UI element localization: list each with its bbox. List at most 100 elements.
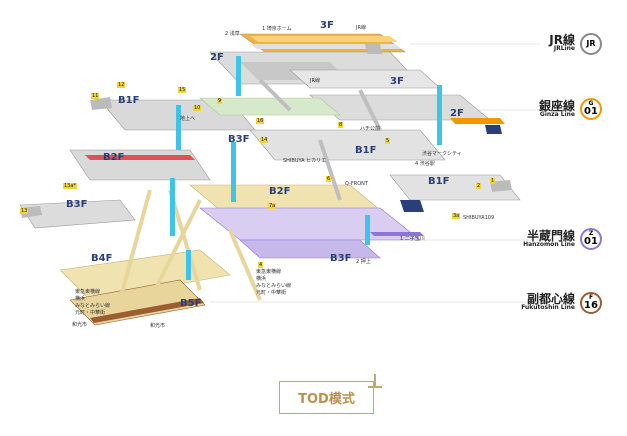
line-name-fukutoshin-jp: 副都心線 — [526, 292, 575, 306]
annotation-ginza-exit: 4 渋谷駅 — [415, 161, 435, 167]
annotation-wakoshi-left: 和光市 — [72, 322, 88, 328]
b1f-right — [389, 174, 521, 201]
line-name-ginza-jp: 銀座線 — [538, 99, 575, 113]
station-structure-drawing — [19, 33, 540, 326]
annotation-wakoshi-right: 和光市 — [150, 323, 166, 329]
elevator-column-4 — [231, 142, 236, 202]
exit-tag-8: 8 — [338, 122, 344, 128]
annotation-shibuya109: SHIBUYA109 — [463, 215, 495, 221]
exit-tag-10: 10 — [193, 105, 202, 111]
ginza-track-stripe — [450, 118, 505, 124]
tod-accent-vertical — [374, 374, 376, 388]
line-name-ginza-en: Ginza Line — [539, 111, 575, 118]
floor-label-2f-ginza: 2F — [450, 108, 464, 119]
floor-label-b3f-center: B3F — [228, 134, 250, 145]
elevator-column-5 — [170, 178, 175, 236]
exit-tag-5: 5 — [385, 138, 391, 144]
exit-tag-3a: 3a — [452, 213, 461, 219]
floor-label-2f-left: 2F — [210, 52, 224, 63]
line-badge-hanzomon-letter: Z — [588, 230, 594, 237]
line-name-jr-jp: JR線 — [549, 33, 575, 47]
b2f-left — [69, 149, 211, 181]
exit-tag-13: 13 — [20, 208, 29, 214]
line-name-ginza: 銀座線 Ginza Line — [500, 100, 575, 118]
annotation-futako: 1 二子玉川 — [400, 236, 425, 242]
floor-label-b3f-left: B3F — [66, 199, 88, 210]
line-badge-fukutoshin-number: 16 — [584, 300, 598, 311]
floor-label-b2f-left: B2F — [103, 152, 125, 163]
annotation-shibuya-hikarie: SHIBUYA ヒカリエ — [283, 158, 327, 164]
annotation-oshiage: 2 押上 — [356, 259, 371, 265]
annotation-qfront: Q-FRONT — [345, 181, 368, 187]
annotation-tokyu-left-3: みなとみらい線 — [75, 303, 111, 309]
annotation-minatomirai: みなとみらい線 — [256, 283, 292, 289]
hanzomon-train-end — [400, 200, 424, 212]
line-badge-fukutoshin-letter: F — [588, 294, 594, 301]
tod-caption: TOD模式 — [279, 381, 374, 414]
floor-label-b2f-center: B2F — [269, 186, 291, 197]
line-name-jr: JR線 JRLine — [500, 34, 575, 52]
beam-7 — [358, 89, 382, 131]
exit-tag-4: 4 — [258, 262, 264, 268]
ginza-train-end — [485, 125, 502, 134]
hanzomon-track-stripe — [370, 232, 424, 236]
beam-6 — [258, 78, 292, 112]
floor-label-b3f-right: B3F — [330, 253, 352, 264]
exit-tag-13a: 13a* — [63, 183, 77, 189]
elevator-column-3 — [176, 105, 181, 150]
exit-tag-6: 6 — [326, 176, 332, 182]
beam-4 — [228, 229, 262, 301]
floor-label-b1f-center: B1F — [355, 145, 377, 156]
tod-caption-text: TOD模式 — [298, 392, 355, 407]
exit-tag-2: 2 — [476, 183, 482, 189]
exit-tag-16: 16 — [256, 118, 265, 124]
annotation-jr-mid: JR線 — [310, 78, 320, 84]
annotation-asakusa: 2 浅草 — [225, 31, 240, 37]
b1f-center — [249, 129, 446, 161]
annotation-yokohama: 横浜 — [256, 276, 267, 282]
beam-1 — [118, 189, 152, 301]
beam-5 — [318, 139, 342, 201]
line-badge-jr-number: JR — [586, 39, 596, 48]
line-name-fukutoshin-en: Fukutoshin Line — [521, 304, 575, 311]
exit-stairs-1 — [490, 180, 512, 192]
exit-tag-14: 14 — [260, 137, 269, 143]
b5f-fukutoshin — [69, 279, 206, 326]
line-badge-jr: JR — [580, 33, 602, 55]
exit-stairs-top — [365, 44, 382, 54]
line-badge-fukutoshin: F 16 — [580, 292, 602, 314]
exit-tag-1: 1 — [490, 178, 496, 184]
line-badge-ginza-letter: G — [588, 100, 594, 107]
line-name-jr-en: JRLine — [553, 45, 575, 52]
exit-tag-15: 15 — [178, 87, 187, 93]
tod-accent-horizontal — [368, 386, 382, 388]
line-name-hanzomon-jp: 半蔵門線 — [526, 229, 575, 243]
annotation-chijo: 地上へ — [180, 116, 196, 122]
b3f-hanzomon — [239, 239, 381, 259]
floor-label-3f-mid: 3F — [390, 76, 404, 87]
floor-label-jr-3f: 3F — [320, 20, 334, 31]
floor-label-b4f: B4F — [91, 253, 113, 264]
floor-label-b1f-left: B1F — [118, 95, 140, 106]
line-name-hanzomon-en: Hanzomon Line — [523, 241, 575, 248]
exit-stairs-11 — [90, 97, 112, 110]
line-name-hanzomon: 半蔵門線 Hanzomon Line — [495, 230, 575, 248]
line-badge-ginza: G 01 — [580, 98, 602, 120]
annotation-motomachi: 元町・中華街 — [256, 290, 287, 296]
beam-3 — [148, 199, 202, 301]
annotation-tokyu: 東急東横線 — [256, 269, 282, 275]
fukutoshin-track — [90, 298, 204, 323]
elevator-column-2 — [437, 85, 442, 145]
floor-label-b1f-right: B1F — [428, 176, 450, 187]
elevator-column-7 — [186, 250, 191, 280]
annotation-jr-right: JR線 — [356, 25, 366, 31]
annotation-jr-top: 1 埼京ホーム — [262, 26, 292, 32]
annotation-hachiko: ハチ公前 — [360, 126, 381, 132]
line-badge-hanzomon-number: 01 — [584, 236, 598, 247]
line-name-fukutoshin: 副都心線 Fukutoshin Line — [490, 293, 575, 311]
exit-tag-11: 11 — [91, 93, 100, 99]
b3f-left — [19, 199, 136, 229]
exit-tag-7a: 7a — [268, 203, 277, 209]
jr-3f-platform-stripe — [250, 36, 398, 42]
